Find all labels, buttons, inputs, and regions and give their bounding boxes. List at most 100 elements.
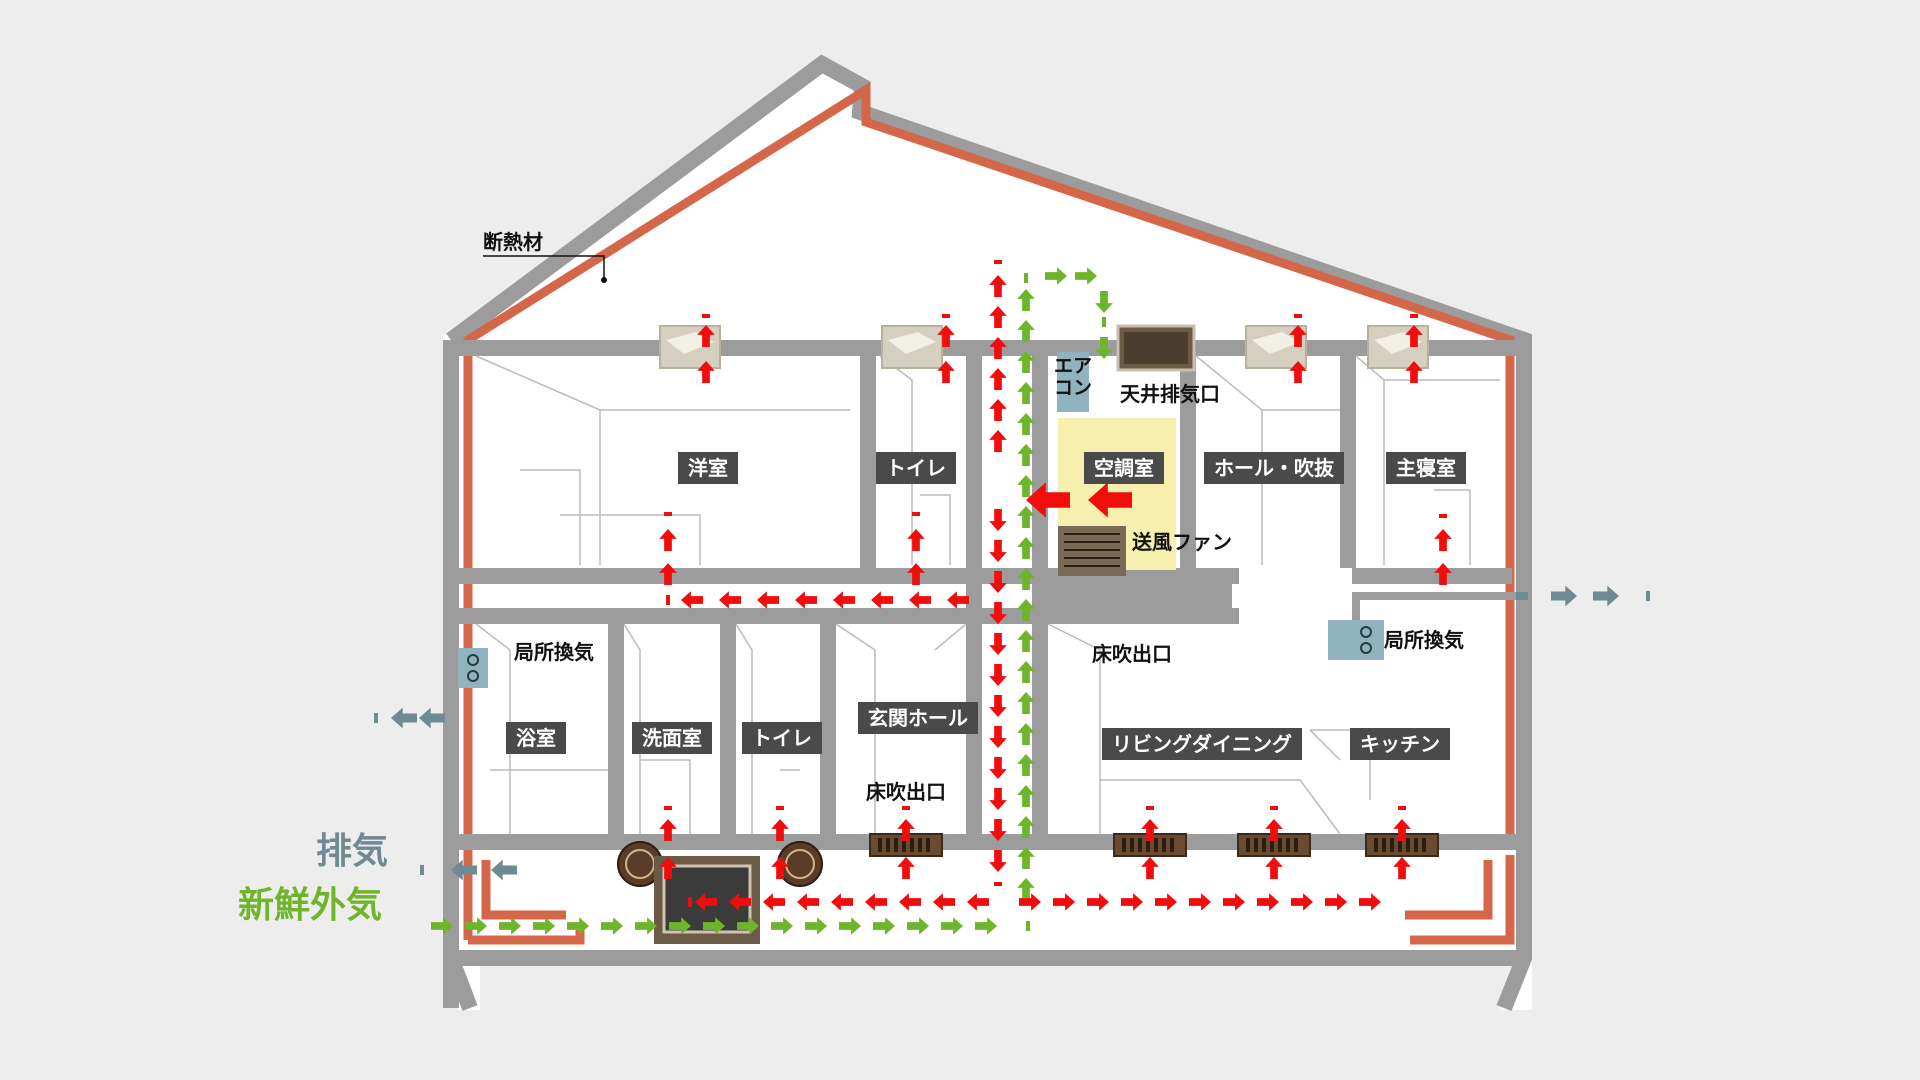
exhaust-dash — [1398, 806, 1406, 810]
exhaust-arrow — [1257, 893, 1279, 911]
outside-exhaust-arrow — [491, 859, 517, 881]
exhaust-arrow — [989, 509, 1007, 531]
insulation-leader — [483, 255, 605, 278]
exhaust-arrow — [1289, 325, 1307, 347]
exhaust-arrow — [947, 591, 969, 609]
fresh-air-arrow — [601, 917, 623, 935]
exhaust-arrow — [989, 664, 1007, 686]
fresh-air-arrow — [1017, 878, 1035, 900]
exhaust-arrow — [1265, 819, 1283, 841]
exhaust-dash — [902, 806, 910, 810]
insulation-line — [463, 81, 1515, 940]
exhaust-arrow — [771, 857, 789, 879]
fresh-air-arrow — [499, 917, 521, 935]
exhaust-arrow — [907, 529, 925, 551]
exhaust-arrow — [989, 368, 1007, 390]
fresh-air-arrow — [1017, 723, 1035, 745]
floor-register-icon — [1113, 833, 1187, 857]
exhaust-arrow — [989, 571, 1007, 593]
fresh-air-arrow — [1017, 320, 1035, 342]
insulation-bottom-segments — [481, 860, 1493, 920]
fresh-air-arrow — [1017, 382, 1035, 404]
room-hall-atrium: ホール・吹抜 — [1204, 452, 1344, 484]
fresh-air-arrow — [1017, 506, 1035, 528]
fresh-air-arrow — [1017, 754, 1035, 776]
room-toilet-1f: トイレ — [742, 722, 822, 754]
exhaust-arrow — [907, 563, 925, 585]
exhaust-arrow — [1265, 857, 1283, 879]
exhaust-arrow — [771, 819, 789, 841]
outside-exhaust-arrow — [1551, 585, 1577, 607]
room-sketch-lines — [475, 355, 1500, 835]
exhaust-arrow — [989, 850, 1007, 872]
supply-arrow-large — [1088, 482, 1132, 518]
fresh-air-arrow — [1017, 785, 1035, 807]
outside-exhaust-arrow — [1593, 585, 1619, 607]
exhaust-arrow — [933, 893, 955, 911]
fresh-air-arrow — [1017, 847, 1035, 869]
floor-slab-2 — [459, 608, 1239, 624]
foundation — [443, 850, 1532, 1011]
exhaust-arrow — [659, 857, 677, 879]
fan-label: 送風ファン — [1132, 530, 1232, 554]
fresh-air-arrow — [1017, 661, 1035, 683]
fresh-air-arrow — [839, 917, 861, 935]
exhaust-dash — [1270, 806, 1278, 810]
fresh-air-arrow — [533, 917, 555, 935]
exhaust-arrow — [795, 591, 817, 609]
exhaust-arrow — [1289, 361, 1307, 383]
floor-outlet-upper-label: 床吹出口 — [1092, 642, 1172, 666]
exhaust-dash — [1146, 806, 1154, 810]
fresh-air-arrow — [1017, 289, 1035, 311]
room-western: 洋室 — [678, 452, 738, 484]
exhaust-dash — [1410, 314, 1418, 318]
exhaust-arrow — [1053, 893, 1075, 911]
fresh-air-arrow — [1017, 599, 1035, 621]
exhaust-arrow — [989, 540, 1007, 562]
exhaust-arrow — [659, 563, 677, 585]
exhaust-dash — [912, 512, 920, 516]
exhaust-dash — [664, 512, 672, 516]
exhaust-arrow — [1019, 893, 1041, 911]
fresh-air-arrow — [1045, 267, 1067, 285]
floor-outlet-lower-label: 床吹出口 — [866, 780, 946, 804]
exhaust-arrow — [871, 591, 893, 609]
exhaust-arrow — [1141, 819, 1159, 841]
room-washroom: 洗面室 — [632, 722, 712, 754]
exhaust-arrow — [697, 325, 715, 347]
fresh-air-arrow — [1017, 568, 1035, 590]
exhaust-arrow — [659, 529, 677, 551]
room-entrance-hall: 玄関ホール — [858, 702, 978, 734]
floor-1f — [459, 834, 1517, 850]
exhaust-arrow — [989, 337, 1007, 359]
room-ac: 空調室 — [1084, 452, 1164, 484]
exhaust-arrow — [1291, 893, 1313, 911]
fresh-air-arrow — [1017, 537, 1035, 559]
exhaust-arrow — [1223, 893, 1245, 911]
fresh-air-arrow — [1017, 444, 1035, 466]
outside-exhaust-arrow — [391, 707, 417, 729]
legend-fresh-air: 新鮮外気 — [238, 885, 383, 926]
exhaust-dash — [994, 882, 1002, 886]
exhaust-arrow — [1121, 893, 1143, 911]
exhaust-arrow — [937, 361, 955, 383]
exhaust-arrow — [989, 275, 1007, 297]
exhaust-arrow — [1087, 893, 1109, 911]
ceiling-2f — [459, 340, 1517, 356]
exhaust-arrow — [909, 591, 931, 609]
outside-exhaust-dash — [374, 713, 378, 723]
fresh-air-arrow — [873, 917, 895, 935]
exhaust-dash — [942, 314, 950, 318]
fresh-air-arrow — [1017, 630, 1035, 652]
exhaust-arrow — [989, 430, 1007, 452]
fresh-air-arrow — [771, 917, 793, 935]
exhaust-arrow — [763, 893, 785, 911]
fresh-air-arrow — [975, 917, 997, 935]
outside-exhaust-dash — [420, 865, 424, 875]
fresh-air-arrow — [1017, 816, 1035, 838]
exhaust-arrow — [757, 591, 779, 609]
exhaust-arrow — [1405, 325, 1423, 347]
exhaust-dash — [664, 806, 672, 810]
fresh-air-dash — [1102, 317, 1106, 327]
